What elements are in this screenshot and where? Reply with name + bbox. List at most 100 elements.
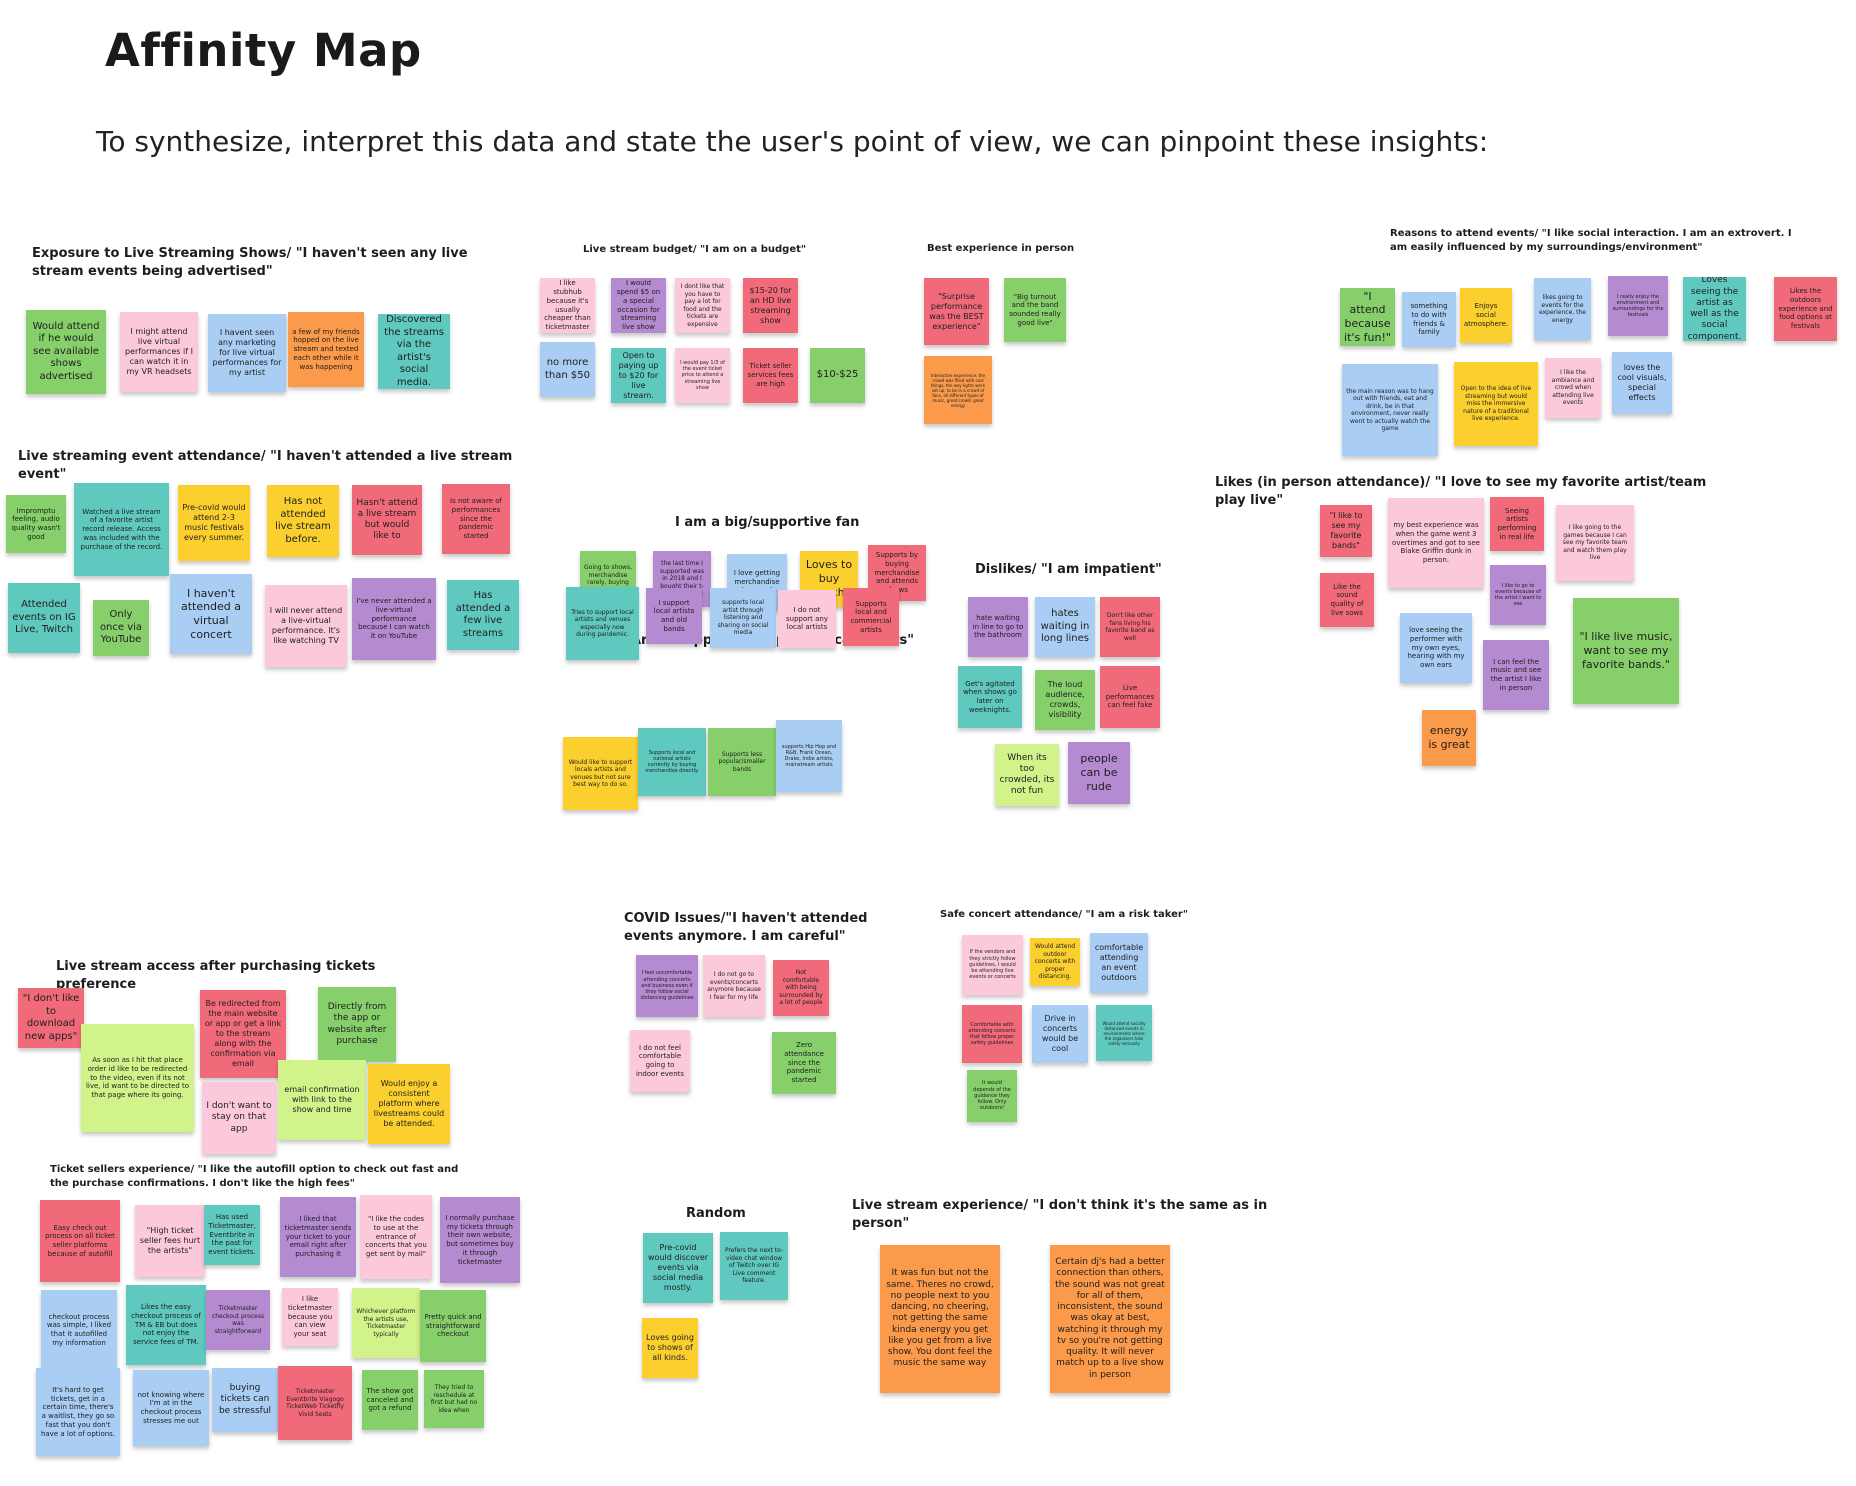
sticky-note[interactable]: I might attend live virtual performances… (120, 312, 198, 392)
sticky-note[interactable]: Enjoys social atmosphere. (1460, 288, 1512, 343)
sticky-note[interactable]: "Big turnout and the band sounded really… (1004, 278, 1066, 342)
sticky-note[interactable]: Get's agitated when shows go later on we… (958, 666, 1022, 728)
sticky-note[interactable]: Supports local and national artists curr… (638, 728, 706, 796)
sticky-note[interactable]: comfortable attending an event outdoors (1090, 933, 1148, 993)
sticky-note[interactable]: Open to paying up to $20 for live stream… (611, 348, 666, 403)
sticky-note[interactable]: I can feel the music and see the artist … (1483, 640, 1549, 710)
sticky-note[interactable]: I like ticketmaster because you can view… (282, 1288, 338, 1346)
sticky-note[interactable]: I feel uncomfortable attending concerts … (636, 955, 698, 1017)
sticky-note[interactable]: Would attend socially distanced events i… (1096, 1005, 1152, 1061)
sticky-note[interactable]: Ticketmaster Eventbrite Viagogo TicketWe… (278, 1366, 352, 1440)
sticky-note[interactable]: I normally purchase my tickets through t… (440, 1197, 520, 1283)
sticky-note[interactable]: I haven't attended a virtual concert (170, 574, 252, 654)
sticky-note[interactable]: buying tickets can be stressful (212, 1368, 278, 1432)
sticky-note[interactable]: checkout process was simple, I liked tha… (41, 1290, 117, 1370)
sticky-note[interactable]: I would pay 1/3 of the event ticket pric… (675, 348, 730, 403)
sticky-note[interactable]: I like stubhub because it's usually chea… (540, 278, 595, 333)
sticky-note[interactable]: I liked that ticketmaster sends your tic… (280, 1197, 356, 1277)
sticky-note[interactable]: I like going to the games because I can … (1556, 505, 1634, 581)
sticky-note[interactable]: Prefers the next to-video chat window of… (720, 1232, 788, 1300)
sticky-note[interactable]: Pre-covid would attend 2-3 music festiva… (178, 485, 250, 561)
sticky-note[interactable]: Ticket seller services fees are high (743, 348, 798, 403)
sticky-note[interactable]: When its too crowded, its not fun (995, 744, 1059, 806)
sticky-note[interactable]: Open to the idea of live streaming but w… (1454, 362, 1538, 446)
sticky-note[interactable]: Live performances can feel fake (1100, 666, 1160, 728)
sticky-note[interactable]: Directly from the app or website after p… (318, 987, 396, 1062)
sticky-note[interactable]: Likes the easy checkout process of TM & … (126, 1285, 206, 1365)
sticky-note[interactable]: no more than $50 (540, 342, 595, 397)
sticky-note[interactable]: loves the cool visuals, special effects (1612, 352, 1672, 414)
sticky-note[interactable]: They tried to reschedule at first but ha… (424, 1370, 484, 1428)
sticky-note[interactable]: Certain dj's had a better connection tha… (1050, 1245, 1170, 1393)
sticky-note[interactable]: "I don't like to download new apps" (18, 988, 84, 1048)
sticky-note[interactable]: love seeing the performer with my own ey… (1400, 613, 1472, 683)
sticky-note[interactable]: Ticketmaster checkout process was straig… (206, 1290, 270, 1350)
sticky-note[interactable]: email confirmation with link to the show… (278, 1060, 366, 1140)
sticky-note[interactable]: Interactive experience, the crowd was fi… (924, 356, 992, 424)
sticky-note[interactable]: something to do with friends & family (1402, 292, 1456, 347)
sticky-note[interactable]: my best experience was when the game wen… (1388, 498, 1484, 588)
sticky-note[interactable]: The loud audience, crowds, visibility (1035, 670, 1095, 730)
sticky-note[interactable]: Loves seeing the artist as well as the s… (1683, 277, 1746, 341)
sticky-note[interactable]: "I like live music, want to see my favor… (1573, 598, 1679, 704)
sticky-note[interactable]: $10-$25 (810, 348, 865, 403)
sticky-note[interactable]: I do not go to events/concerts anymore b… (703, 955, 765, 1017)
sticky-note[interactable]: Don't like other fans living his favorit… (1100, 597, 1160, 657)
sticky-note[interactable]: "I like the codes to use at the entrance… (360, 1195, 432, 1279)
sticky-note[interactable]: Pre-covid would discover events via soci… (643, 1233, 713, 1303)
sticky-note[interactable]: It's hard to get tickets, get in a certa… (36, 1368, 120, 1456)
sticky-note[interactable]: Has not attended live stream before. (267, 485, 339, 557)
sticky-note[interactable]: I like to go to events because of the ar… (1490, 565, 1546, 625)
sticky-note[interactable]: I've never attended a live-virtual perfo… (352, 578, 436, 660)
sticky-note[interactable]: The show got canceled and got a refund (362, 1370, 418, 1430)
sticky-note[interactable]: Not comfortable with being surrounded by… (773, 960, 829, 1016)
sticky-note[interactable]: a few of my friends hopped on the live s… (288, 312, 364, 387)
sticky-note[interactable]: Supports less popular/smaller bands (708, 728, 776, 796)
sticky-note[interactable]: Supports local and commercial artists (843, 588, 899, 646)
sticky-note[interactable]: hate waiting in line to go to the bathro… (968, 597, 1028, 657)
sticky-note[interactable]: Would enjoy a consistent platform where … (368, 1064, 450, 1144)
sticky-note[interactable]: I dont like that you have to pay a lot f… (675, 278, 730, 333)
sticky-note[interactable]: "Surprise performance was the BEST exper… (924, 278, 989, 345)
sticky-note[interactable]: Attended events on IG Live, Twitch (8, 583, 80, 653)
sticky-note[interactable]: Drive in concerts would be cool (1032, 1005, 1088, 1063)
sticky-note[interactable]: Has used Ticketmaster, Eventbrite in the… (204, 1205, 260, 1265)
sticky-note[interactable]: I don't want to stay on that app (202, 1082, 276, 1154)
sticky-note[interactable]: Is not aware of performances since the p… (442, 484, 510, 554)
sticky-note[interactable]: $15-20 for an HD live streaming show (743, 278, 798, 333)
sticky-note[interactable]: I havent seen any marketing for live vir… (208, 314, 286, 392)
sticky-note[interactable]: It would depends of the guidance they fo… (967, 1070, 1017, 1122)
sticky-note[interactable]: Tries to support local artists and venue… (566, 587, 639, 660)
sticky-note[interactable]: Likes the outdoors experience and food o… (1774, 277, 1837, 341)
sticky-note[interactable]: supports Hip Hop and R&B, Frank Ocean, D… (776, 720, 842, 792)
sticky-note[interactable]: Like the sound quality of live sows (1320, 573, 1374, 627)
sticky-note[interactable]: I really enjoy the environment and surro… (1608, 276, 1668, 336)
sticky-note[interactable]: Watched a live stream of a favorite arti… (74, 483, 169, 576)
sticky-note[interactable]: hates waiting in long lines (1035, 597, 1095, 657)
sticky-note[interactable]: Be redirected from the main website or a… (200, 990, 286, 1078)
sticky-note[interactable]: Would attend if he would see available s… (26, 310, 106, 394)
sticky-note[interactable]: I like the ambiance and crowd when atten… (1545, 358, 1601, 418)
sticky-note[interactable]: Would attend outdoor concerts with prope… (1030, 938, 1080, 986)
sticky-note[interactable]: It was fun but not the same. Theres no c… (880, 1245, 1000, 1393)
sticky-note[interactable]: I do not support any local artists (778, 590, 836, 648)
sticky-note[interactable]: Comfortable with attending concerts that… (962, 1005, 1022, 1063)
sticky-note[interactable]: Seeing artists performing in real life (1490, 497, 1544, 551)
sticky-note[interactable]: Whichever platform the artists use, Tick… (352, 1288, 420, 1358)
sticky-note[interactable]: "I like to see my favorite bands" (1320, 505, 1372, 557)
sticky-note[interactable]: Impromptu feeling, audio quality wasn't … (6, 495, 66, 553)
sticky-note[interactable]: Hasn't attend a live stream but would li… (352, 485, 422, 555)
sticky-note[interactable]: If the vendors and they strictly follow … (962, 935, 1023, 995)
sticky-note[interactable]: not knowing where I'm at in the checkout… (133, 1370, 209, 1446)
sticky-note[interactable]: Pretty quick and straightforward checkou… (420, 1290, 486, 1362)
sticky-note[interactable]: energy is great (1422, 710, 1476, 766)
sticky-note[interactable]: Loves going to shows of all kinds. (642, 1318, 698, 1378)
sticky-note[interactable]: Easy check out process on all ticket sel… (40, 1200, 120, 1282)
sticky-note[interactable]: I will never attend a live-virtual perfo… (265, 585, 347, 667)
sticky-note[interactable]: I support local artists and old bands (646, 588, 702, 644)
sticky-note[interactable]: "High ticket seller fees hurt the artist… (135, 1205, 205, 1277)
sticky-note[interactable]: Zero attendance since the pandemic start… (772, 1032, 836, 1094)
sticky-note[interactable]: I would spend $5 on a special occasion f… (611, 278, 666, 333)
sticky-note[interactable]: I do not feel comfortable going to indoo… (630, 1030, 690, 1092)
sticky-note[interactable]: Discovered the streams via the artist's … (378, 314, 450, 389)
